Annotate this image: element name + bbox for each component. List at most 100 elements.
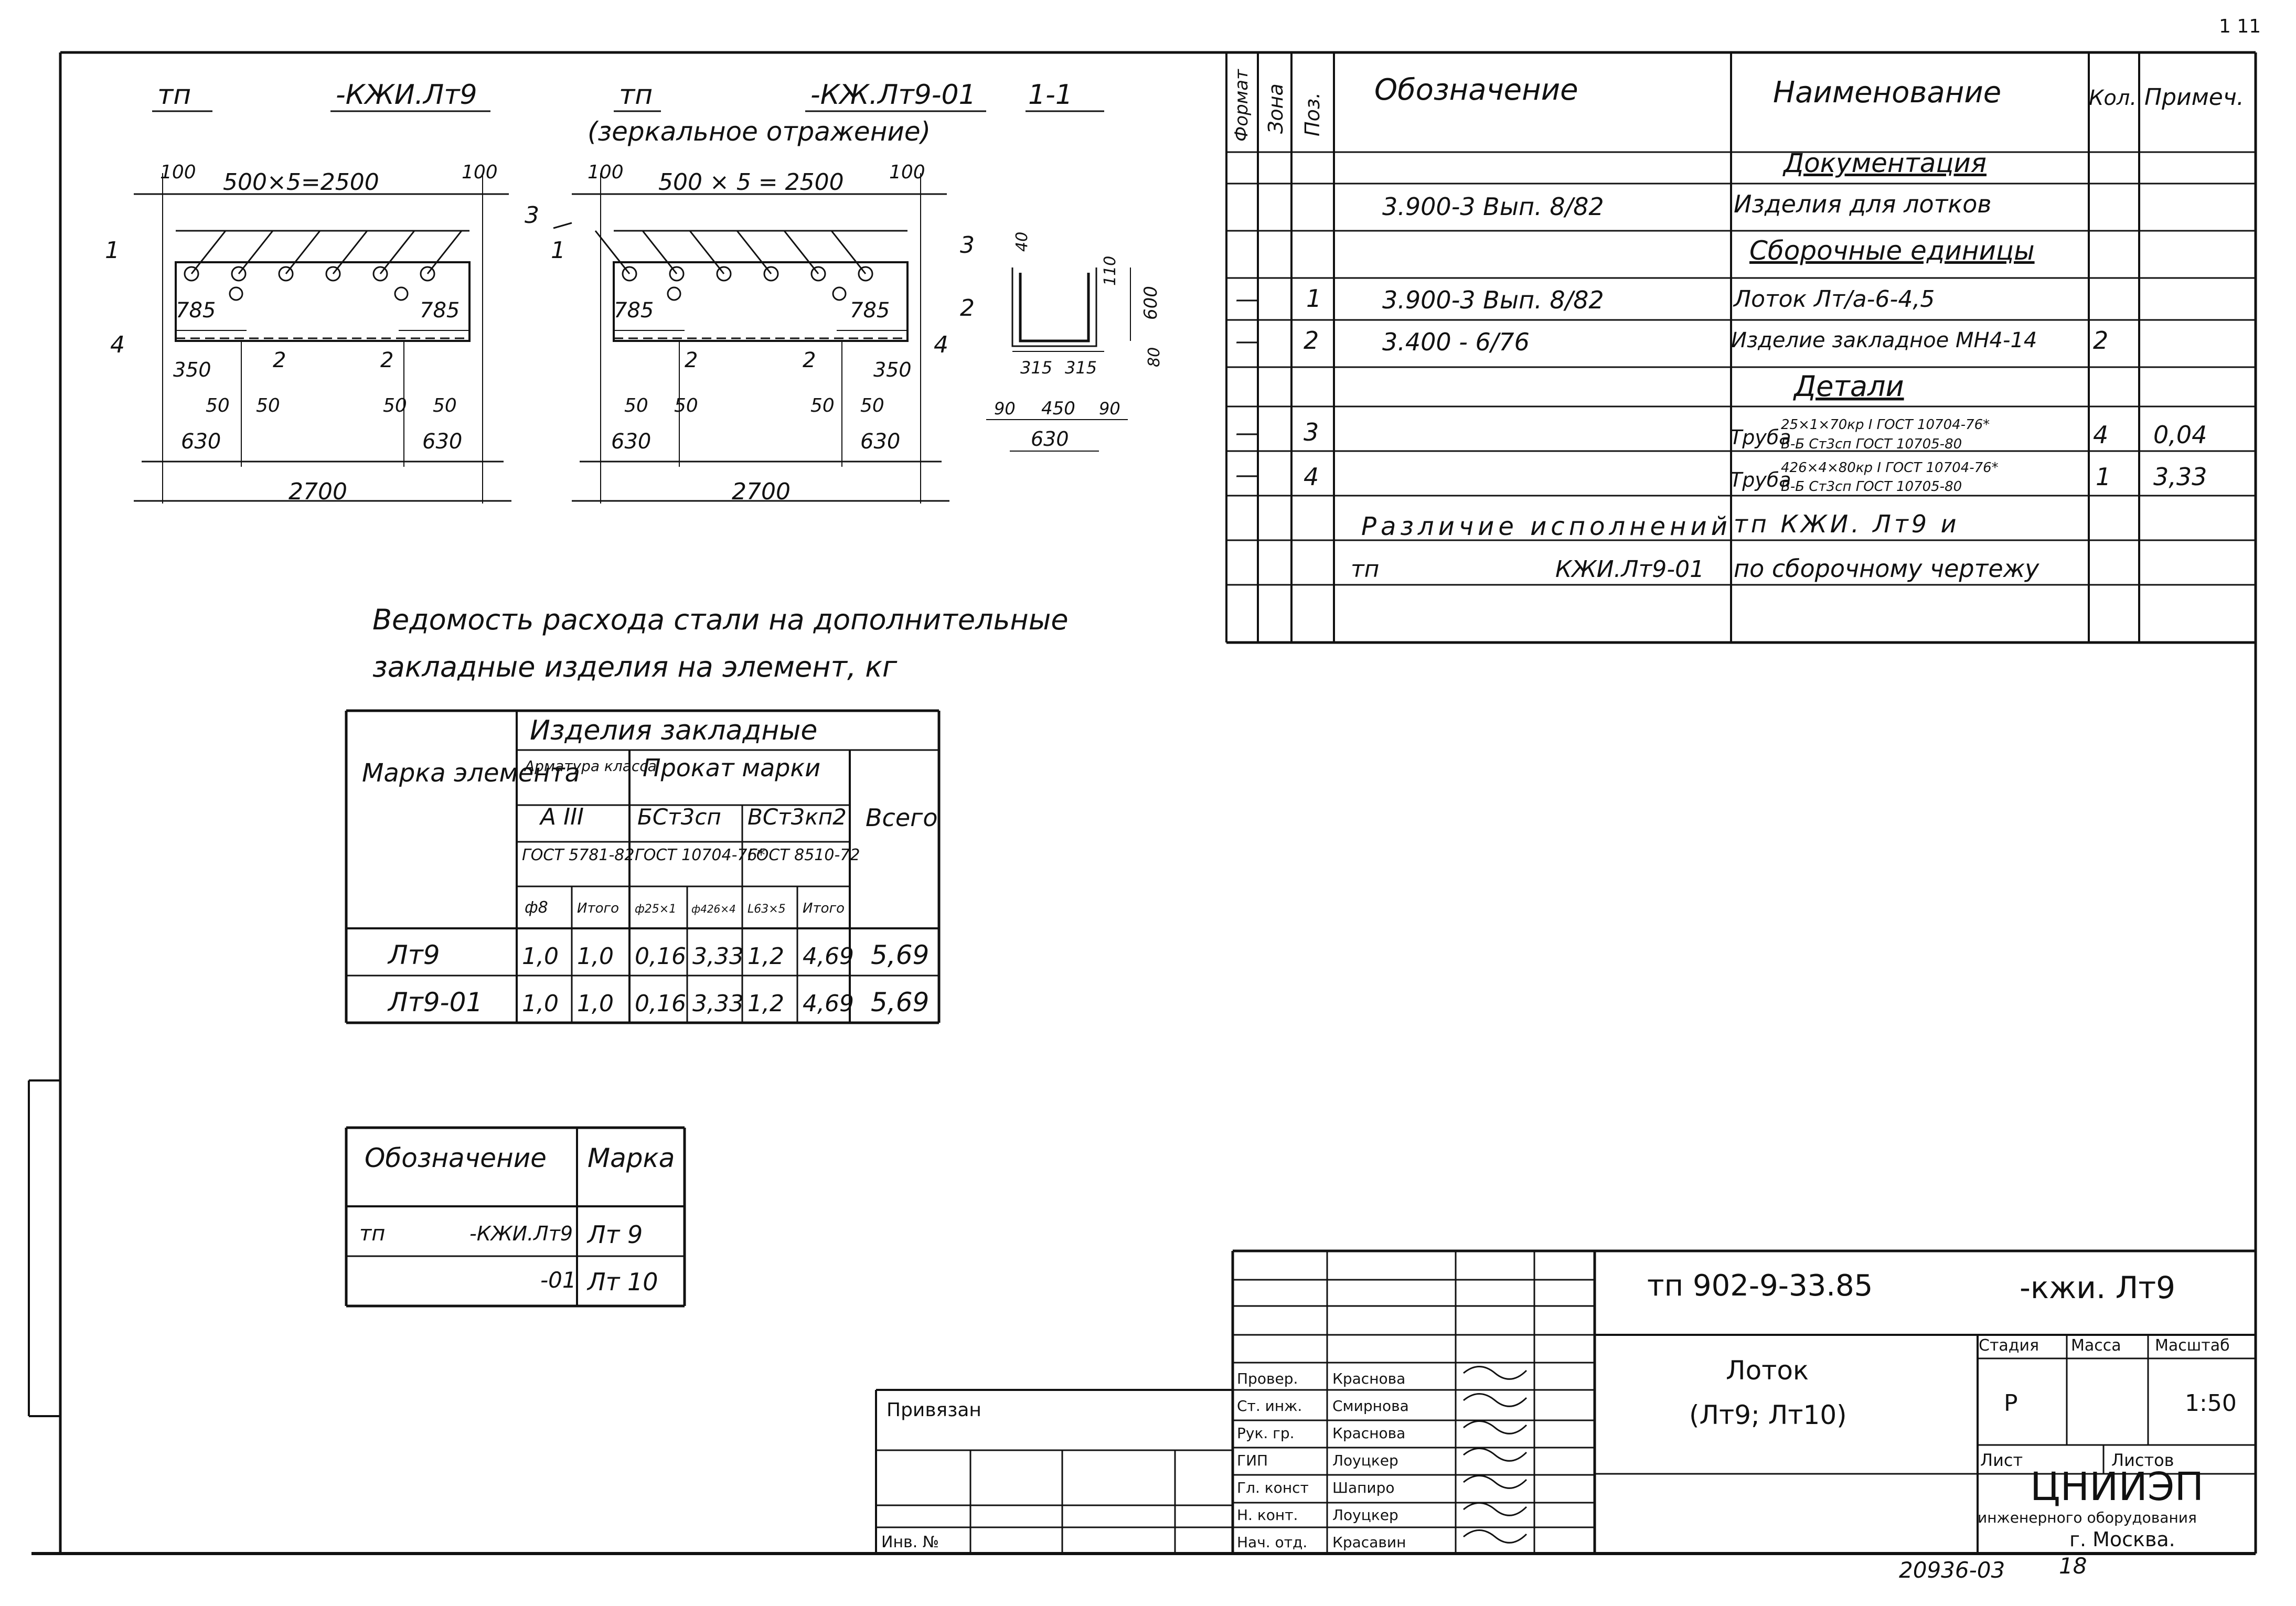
corner-mark: 1 11 [2219, 16, 2261, 37]
steel-h-sub-1: Итого [577, 901, 619, 916]
tb-stage-label: Стадия [1979, 1336, 2039, 1355]
spec-diff2-designation: КЖИ.Лт9-01 [1555, 556, 1704, 583]
tb-signature [1463, 1420, 1528, 1434]
left-bolt-3 [325, 266, 341, 282]
spec-diff1-designation: Различие исполнений [1361, 512, 1732, 541]
left-bolt-1 [231, 266, 247, 282]
steel-h-sub-2: ф25×1 [635, 903, 676, 916]
dim-350: 350 [173, 358, 211, 381]
spec-det3-pos: 3 [1304, 418, 1319, 446]
steel-row-value: 5,69 [871, 940, 929, 970]
spec-asm2-designation: 3.400 - 6/76 [1382, 328, 1530, 356]
callout-1-left: 1 [105, 237, 120, 264]
right-bolt-lower-a [667, 286, 681, 301]
steel-row-value: 1,2 [747, 990, 784, 1017]
callout-1-right: 1 [551, 237, 565, 264]
right-bolt-1 [669, 266, 685, 282]
steel-h-vst3kp2: ВСт3кп2 [747, 804, 847, 830]
right-diag-4 [783, 230, 819, 274]
spec-doc-designation: 3.900-3 Вып. 8/82 [1382, 192, 1604, 221]
spec-section-assemblies: Сборочные единицы [1749, 235, 2035, 266]
callout-4-left: 4 [110, 331, 125, 358]
spec-det4-pos: 4 [1304, 463, 1319, 491]
spec-section-documentation: Документация [1782, 148, 1987, 178]
dim-785-b: 785 [420, 298, 460, 323]
marks-h-designation: Обозначение [365, 1143, 547, 1173]
dim-r-50-d: 50 [860, 395, 884, 416]
spec-asm2-name: Изделие закладное МН4-14 [1731, 328, 2037, 352]
tb-title-line1: Лоток [1726, 1355, 1809, 1386]
spec-asm2-pos: 2 [1304, 326, 1319, 355]
steel-h-a3: А III [539, 804, 584, 830]
tb-signature [1463, 1393, 1528, 1407]
right-diag-3 [736, 230, 772, 274]
tb-sheets-label: Листов [2111, 1450, 2174, 1470]
tb-signature [1463, 1502, 1528, 1516]
tb-org-name: ЦНИИЭП [2030, 1464, 2204, 1509]
steel-row-value: 1,0 [522, 990, 559, 1017]
steel-row-mark: Лт9 [387, 940, 440, 970]
dim-r-50-c: 50 [810, 395, 835, 416]
section-dim-315-a: 315 [1020, 358, 1052, 378]
steel-row-mark: Лт9-01 [387, 987, 483, 1018]
tb-role-label: Рук. гр. [1237, 1425, 1295, 1442]
steel-h-sub-4: L63×5 [747, 903, 786, 916]
callout-2-left-b: 2 [380, 348, 393, 372]
spec-det3-format: — [1235, 420, 1258, 446]
tb-org-line3: г. Москва. [2069, 1528, 2175, 1551]
section-callout-2: 2 [960, 295, 975, 322]
spec-header-name: Наименование [1773, 76, 2001, 110]
left-dim-top: 500×5=2500 [223, 169, 379, 196]
steel-row-value: 1,0 [522, 943, 559, 970]
left-drawing-title-prefix: тп [157, 79, 191, 111]
steel-h-gost2: ГОСТ 10704-76* [635, 846, 765, 864]
section-dim-600: 600 [1140, 286, 1161, 320]
spec-section-details: Детали [1793, 370, 1904, 403]
steel-h-rolled: Прокат марки [643, 754, 820, 782]
dim-630-b: 630 [422, 430, 462, 454]
dim-r-630-a: 630 [611, 430, 651, 454]
section-dim-110: 110 [1101, 256, 1119, 286]
tb-stage: Р [2004, 1390, 2018, 1417]
right-drawing-title-prefix: тп [619, 79, 653, 111]
spec-asm1-designation: 3.900-3 Вып. 8/82 [1382, 286, 1604, 314]
left-diag-1 [238, 230, 274, 274]
steel-row-value: 3,33 [692, 943, 744, 970]
spec-asm1-pos: 1 [1306, 284, 1321, 313]
spec-det4-format: — [1235, 462, 1258, 488]
callout-2-left-a: 2 [273, 348, 286, 372]
left-bolt-0 [184, 266, 199, 282]
left-bolt-lower-b [394, 286, 409, 301]
left-drawing-title: -КЖИ.Лт9 [336, 79, 477, 111]
dim-2700-left: 2700 [289, 478, 347, 505]
tb-role-label: Нач. отд. [1237, 1534, 1307, 1551]
dim-r-785-a: 785 [614, 298, 654, 323]
dim-2700-right: 2700 [732, 478, 791, 505]
right-bolt-0 [622, 266, 637, 282]
dim-r-785-b: 785 [850, 298, 890, 323]
dim-50-d: 50 [433, 395, 457, 416]
callout-2-right-a: 2 [685, 348, 698, 372]
tb-scale-label: Масштаб [2155, 1336, 2230, 1355]
tb-signature [1463, 1366, 1528, 1380]
tb-role-name: Лоуцкер [1332, 1506, 1398, 1524]
tb-signature [1463, 1448, 1528, 1462]
section-dim-90-b: 90 [1099, 399, 1120, 419]
spec-asm2-format: — [1235, 328, 1258, 355]
spec-det4-note: 3,33 [2153, 463, 2207, 491]
tb-role-label: Ст. инж. [1237, 1397, 1302, 1415]
right-bolt-4 [810, 266, 826, 282]
spec-asm2-qty: 2 [2093, 326, 2108, 355]
tb-role-name: Красавин [1332, 1534, 1406, 1551]
dim-r-50-a: 50 [624, 395, 648, 416]
tb-role-name: Смирнова [1332, 1397, 1409, 1415]
steel-row-value: 1,0 [577, 943, 614, 970]
section-trough [1019, 273, 1090, 342]
steel-title-line2: закладные изделия на элемент, кг [372, 650, 898, 683]
marks-row1-mark: Лт 10 [586, 1268, 658, 1296]
left-diag-2 [285, 230, 321, 274]
tb-role-name: Краснова [1332, 1370, 1405, 1387]
callout-3-center: 3 [525, 202, 539, 229]
